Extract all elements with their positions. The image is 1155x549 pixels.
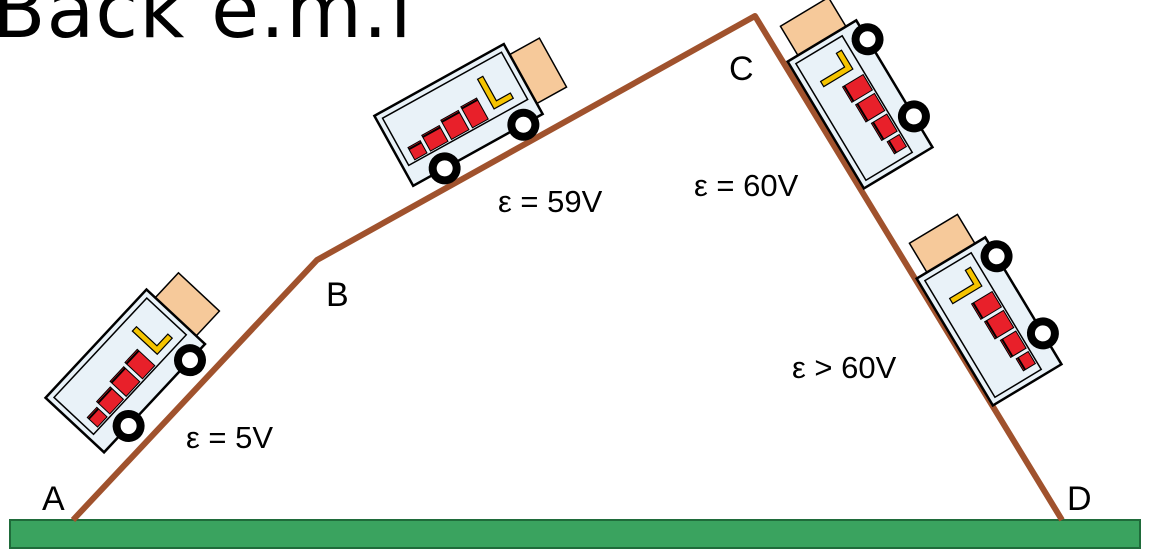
van-c (768, 0, 948, 190)
point-a-label: A (42, 480, 65, 518)
point-c-label: C (729, 50, 754, 88)
point-b-label: B (326, 276, 349, 314)
page-title: Back e.m.f (0, 0, 418, 56)
emf-label-bc: ε = 59V (498, 184, 603, 219)
track-line (70, 13, 1065, 523)
emf-label-c: ε = 60V (694, 168, 799, 203)
ground (9, 519, 1141, 549)
van-cd (897, 198, 1077, 407)
emf-label-ab: ε = 5V (186, 420, 274, 455)
point-d-label: D (1067, 480, 1092, 518)
emf-label-cd: ε > 60V (792, 350, 897, 385)
